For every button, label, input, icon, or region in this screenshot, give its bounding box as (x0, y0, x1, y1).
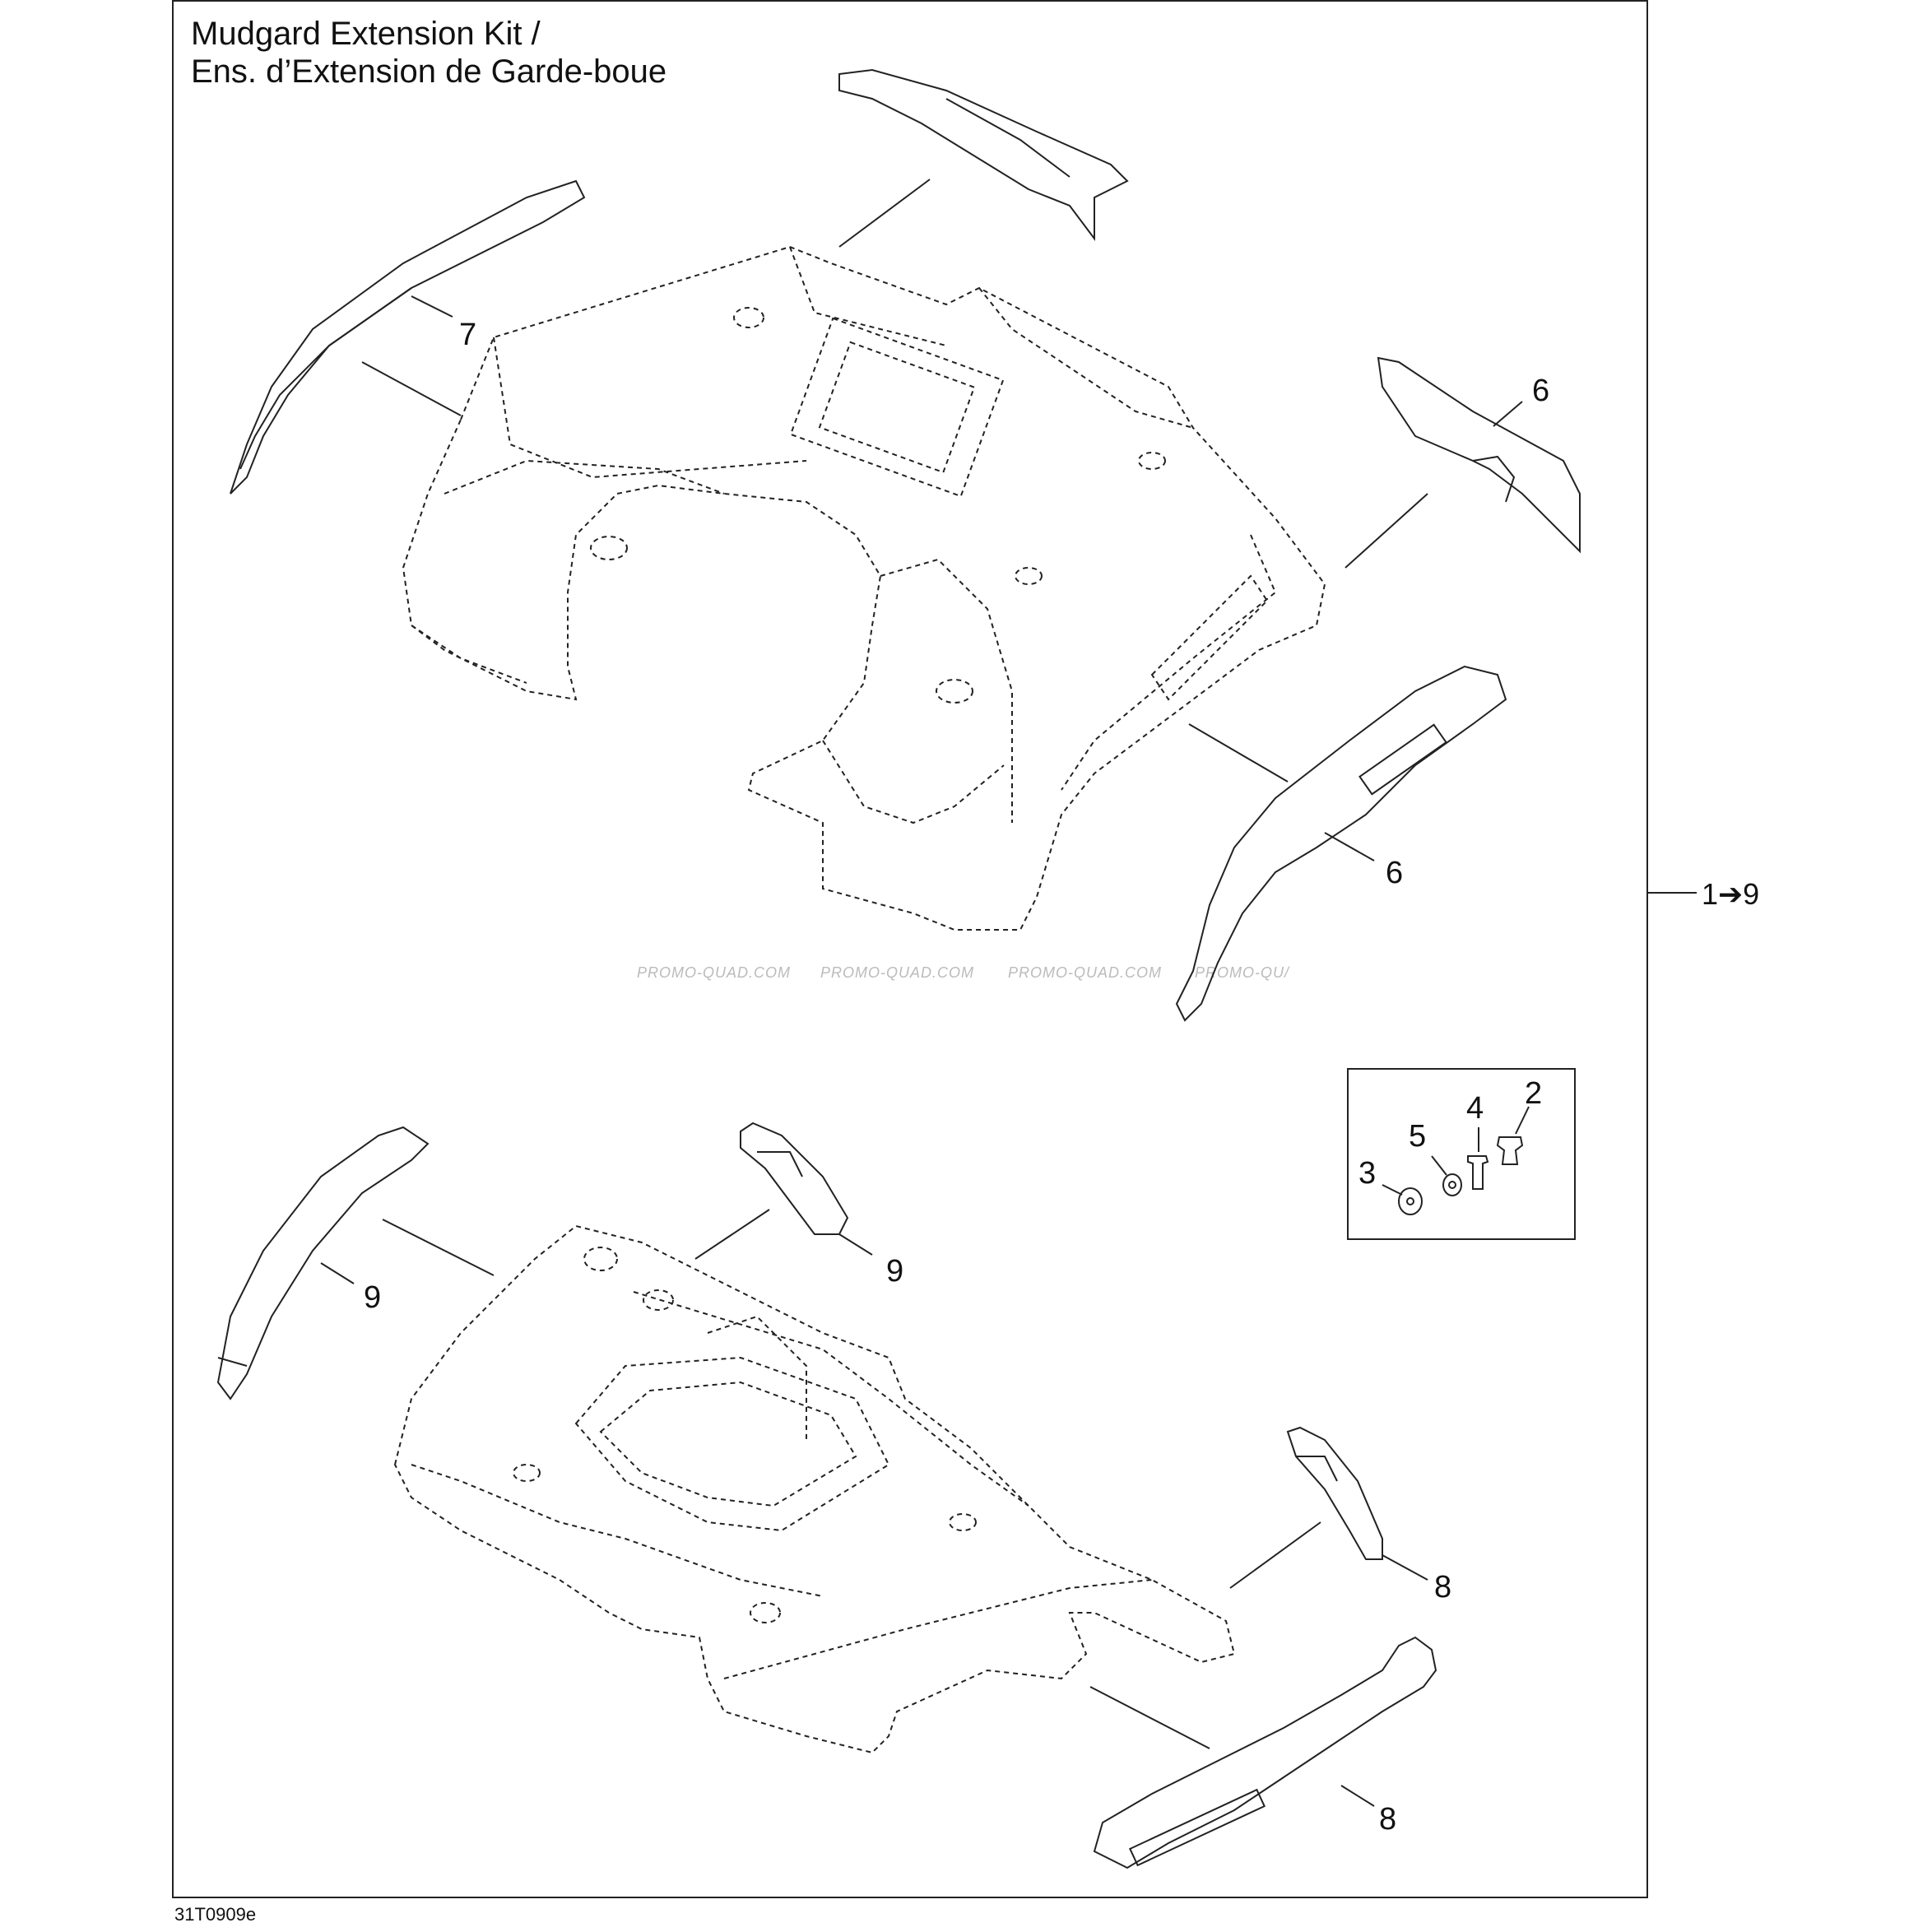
hardware-items (1382, 1106, 1530, 1215)
rear-fender-outline (402, 245, 1326, 931)
title-line-french: Ens. d’Extension de Garde-boue (191, 53, 667, 90)
callout-6-bottom: 6 (1386, 856, 1404, 890)
assembly-arrows-bottom (382, 1209, 1321, 1749)
diagram-frame (172, 0, 1648, 1898)
hardware-inset-box (1347, 1068, 1576, 1240)
part-8-upper (1286, 1426, 1428, 1581)
part-9-left (216, 1126, 430, 1400)
part-9-right (740, 1122, 873, 1256)
callout-7: 7 (459, 318, 477, 352)
callout-9-left: 9 (364, 1280, 382, 1315)
callout-3: 3 (1358, 1156, 1377, 1191)
diagram-title: Mudgard Extension Kit / Ens. d’Extension… (191, 15, 666, 91)
part-range-label: 1➔9 (1702, 877, 1760, 911)
watermark-text: PROMO-QU/ (1195, 964, 1289, 981)
part-8-lower (1093, 1636, 1437, 1869)
screw-4 (1467, 1155, 1489, 1190)
washer-3 (1398, 1187, 1423, 1215)
front-fender-outline (393, 1224, 1236, 1754)
part-6-upper (1377, 356, 1581, 554)
watermark-text: PROMO-QUAD.COM (1008, 964, 1162, 981)
nut-5 (1442, 1173, 1462, 1196)
callout-2: 2 (1525, 1076, 1543, 1111)
callout-8-bottom: 8 (1379, 1802, 1397, 1837)
callout-9-right: 9 (886, 1254, 904, 1289)
assembly-arrows-top (361, 179, 1428, 783)
watermark-text: PROMO-QUAD.COM (637, 964, 791, 981)
title-line-english: Mudgard Extension Kit / (191, 16, 541, 52)
callout-6-top: 6 (1532, 374, 1550, 408)
reference-code: 31T0909e (174, 1904, 257, 1925)
part-7-mudguard-extension (230, 179, 586, 495)
callout-4: 4 (1466, 1091, 1484, 1126)
part-upper-flap (838, 68, 1129, 241)
callout-8-top: 8 (1434, 1570, 1452, 1605)
callout-5: 5 (1409, 1119, 1427, 1154)
rivet-2 (1496, 1136, 1524, 1165)
part-6-lower-strip (1175, 665, 1507, 1022)
watermark-text: PROMO-QUAD.COM (820, 964, 974, 981)
